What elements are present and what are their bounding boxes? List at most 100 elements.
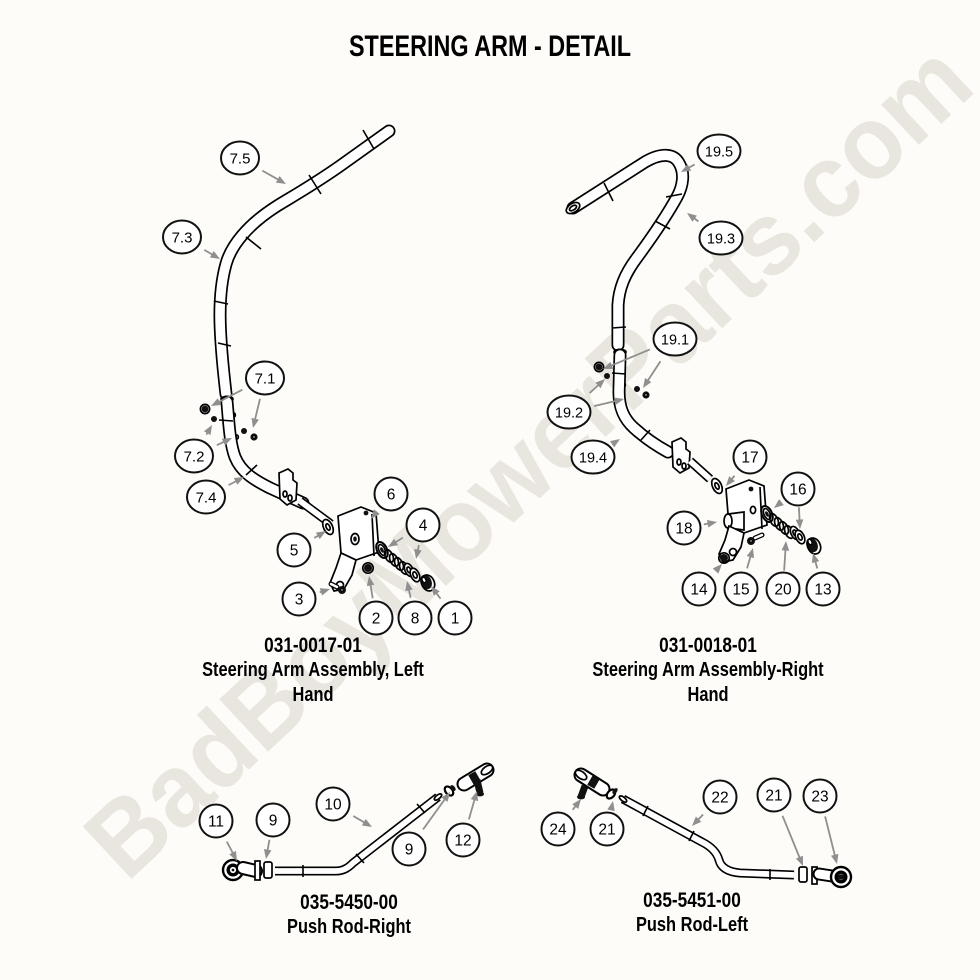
- callout-number: 2: [372, 610, 381, 627]
- callout-bubble: [162, 219, 202, 255]
- push-rod-right-drawing: [221, 762, 495, 882]
- leader-arrowhead: [470, 791, 479, 802]
- leader-arrowhead: [774, 499, 784, 508]
- callout-12: 12: [445, 791, 481, 858]
- callout-bubble: [198, 803, 234, 839]
- callout-bubble: [358, 600, 394, 636]
- callout-bubble: [255, 802, 291, 838]
- leader-arrowhead: [609, 439, 620, 448]
- callout-10: 10: [315, 786, 372, 827]
- callout-4: 4: [388, 507, 441, 559]
- callout-bubble: [245, 360, 285, 396]
- leader-arrowhead: [607, 801, 615, 812]
- callout-number: 14: [690, 581, 708, 598]
- leader-arrowhead: [603, 361, 614, 369]
- leader-arrowhead: [795, 519, 804, 529]
- page-title: STEERING ARM - DETAIL: [348, 30, 632, 63]
- right-arm-part-name: Steering Arm Assembly-Right Hand: [592, 659, 824, 706]
- callout-bubble: [756, 777, 792, 813]
- leader-arrowhead: [726, 476, 735, 486]
- callout-bubble: [276, 532, 312, 568]
- callout-16: 16: [774, 471, 816, 529]
- callout-20: 20: [765, 541, 801, 607]
- callout-number: 5: [290, 542, 299, 559]
- callout-bubble: [315, 786, 351, 822]
- left-arm-label: 031-0017-01 Steering Arm Assembly, Left …: [182, 633, 444, 708]
- leader-arrowhead: [229, 850, 237, 861]
- leader-arrowhead: [781, 541, 790, 551]
- callout-bubble: [723, 571, 759, 607]
- callout-bubble: [570, 439, 616, 475]
- callout-7.3: 7.3: [162, 219, 220, 259]
- push-rod-left-part-name: Push Rod-Left: [635, 914, 749, 936]
- callout-bubble: [391, 831, 427, 867]
- callout-9: 9: [255, 802, 291, 859]
- callout-bubble: [540, 811, 576, 847]
- callout-9: 9: [391, 792, 450, 867]
- callout-number: 24: [549, 821, 567, 838]
- callout-number: 7.2: [184, 448, 205, 465]
- callout-bubble: [589, 811, 625, 847]
- callout-number: 4: [419, 517, 428, 534]
- callout-18: 18: [666, 510, 717, 546]
- callout-number: 7.3: [172, 229, 193, 246]
- push-rod-right-part-name: Push Rod-Right: [287, 916, 411, 938]
- leader-arrowhead: [431, 586, 440, 596]
- callout-1: 1: [431, 586, 473, 636]
- callout-number: 9: [405, 841, 414, 858]
- callout-14: 14: [681, 564, 722, 607]
- leader-arrowhead: [643, 377, 652, 388]
- callout-number: 7.4: [196, 489, 217, 506]
- leader-arrowhead: [706, 519, 717, 528]
- callout-number: 21: [765, 787, 782, 804]
- callout-number: 17: [741, 449, 758, 466]
- leader-arrowhead: [795, 855, 803, 866]
- callout-number: 20: [774, 581, 792, 598]
- callout-bubble: [281, 581, 317, 617]
- leader-arrowhead: [441, 792, 450, 802]
- callout-19.2: 19.2: [546, 379, 624, 430]
- callout-11: 11: [198, 803, 237, 861]
- leader-arrowhead: [233, 477, 244, 485]
- callout-number: 12: [454, 832, 471, 849]
- callout-number: 19.2: [555, 405, 583, 421]
- callout-bubble: [805, 571, 841, 607]
- callout-number: 19.4: [579, 450, 607, 466]
- callout-number: 23: [811, 788, 828, 805]
- callout-bubble: [702, 779, 738, 815]
- callout-number: 10: [324, 796, 342, 813]
- left-steering-arm-drawing: [199, 124, 436, 594]
- leader-arrowhead: [712, 564, 722, 574]
- callout-3: 3: [281, 581, 330, 617]
- leader-arrowhead: [746, 548, 754, 559]
- leader-arrowhead: [831, 853, 839, 864]
- leader-arrowhead: [251, 417, 259, 428]
- callout-bubble: [445, 822, 481, 858]
- leader-arrowhead: [572, 799, 581, 809]
- callout-19.3: 19.3: [687, 213, 744, 256]
- right-arm-label: 031-0018-01 Steering Arm Assembly-Right …: [577, 633, 839, 708]
- callout-number: 8: [411, 610, 420, 627]
- callout-number: 15: [732, 581, 749, 598]
- callout-bubble: [696, 133, 742, 169]
- leader-arrowhead: [366, 576, 375, 586]
- callout-number: 7.5: [230, 150, 251, 167]
- callout-bubble: [373, 476, 409, 512]
- callout-number: 21: [598, 821, 615, 838]
- right-arm-part-number: 031-0018-01: [659, 634, 757, 657]
- callout-2: 2: [358, 576, 394, 636]
- leader-arrowhead: [388, 538, 399, 547]
- callout-23: 23: [802, 778, 839, 864]
- push-rod-left-label: 035-5451-00 Push Rod-Left: [561, 888, 823, 938]
- leader-arrowhead: [687, 213, 697, 222]
- callout-bubble: [220, 140, 260, 176]
- left-arm-part-name: Steering Arm Assembly, Left Hand: [202, 659, 424, 706]
- callout-7.4: 7.4: [186, 477, 244, 515]
- callout-number: 18: [675, 520, 692, 537]
- callout-bubble: [652, 321, 698, 357]
- leader-arrowhead: [263, 848, 272, 859]
- callout-number: 19.1: [661, 332, 689, 348]
- callout-bubble: [802, 778, 838, 814]
